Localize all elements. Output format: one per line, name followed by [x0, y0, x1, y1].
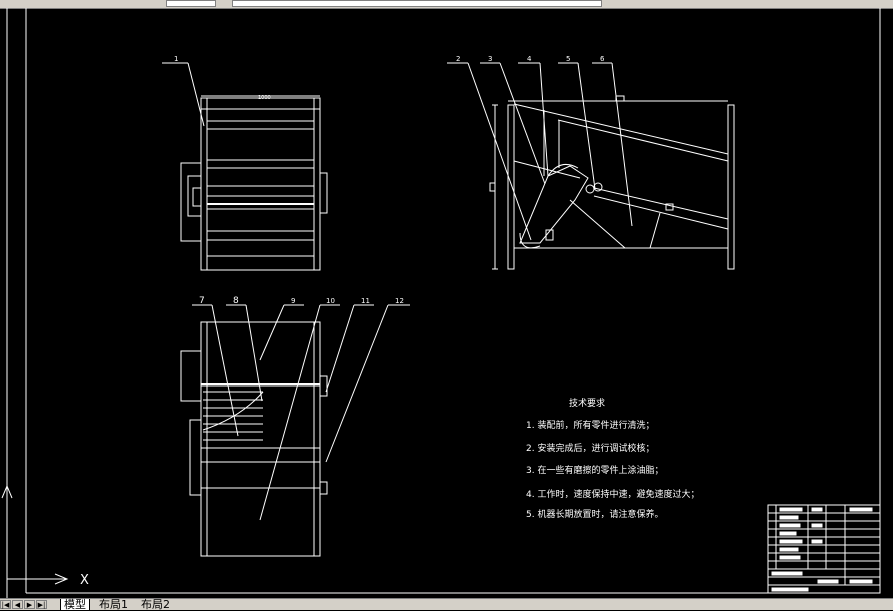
drawing-canvas[interactable]: 1000 1 2 3 4 5 6 7 8 9 10 11 12 技术要求 1. … [0, 8, 893, 598]
balloon-3: 3 [488, 55, 492, 63]
leader-lines [162, 62, 633, 521]
balloon-11: 11 [361, 297, 370, 305]
note-item: 4. 工作时，速度保持中速，避免速度过大； [526, 488, 699, 500]
balloon-4: 4 [527, 55, 532, 63]
front-view[interactable] [180, 95, 328, 271]
tab-model[interactable]: 模型 [60, 599, 90, 610]
title-block[interactable] [767, 504, 881, 594]
note-item: 1. 装配前，所有零件进行清洗； [526, 419, 654, 431]
ucs-x-label: X [80, 573, 89, 588]
note-item: 2. 安装完成后，进行调试校核； [526, 442, 654, 454]
layout-tab-bar: |◀ ◀ ▶ ▶| 模型 布局1 布局2 [0, 598, 893, 610]
balloon-6: 6 [600, 55, 605, 63]
next-tab-button[interactable]: ▶ [24, 600, 35, 609]
balloon-10: 10 [326, 297, 335, 305]
balloon-5: 5 [566, 55, 570, 63]
last-tab-button[interactable]: ▶| [36, 600, 47, 609]
top-view[interactable] [180, 321, 328, 557]
prev-tab-button[interactable]: ◀ [12, 600, 23, 609]
top-toolbar-strip [0, 0, 893, 9]
tab-layout1[interactable]: 布局1 [99, 598, 128, 611]
balloon-1: 1 [174, 55, 178, 63]
tab-layout2[interactable]: 布局2 [141, 598, 170, 611]
note-item: 3. 在一些有磨擦的零件上涂油脂； [526, 464, 663, 476]
toolbar-field[interactable] [232, 0, 602, 7]
ucs-icon [1, 484, 69, 585]
balloon-labels: 1 2 3 4 5 6 7 8 9 10 11 12 [174, 55, 605, 306]
balloon-7: 7 [199, 296, 205, 306]
technical-notes: 技术要求 1. 装配前，所有零件进行清洗； 2. 安装完成后，进行调试校核； 3… [526, 397, 699, 520]
side-view[interactable] [489, 95, 735, 270]
notes-title: 技术要求 [569, 397, 605, 409]
toolbar-field[interactable] [166, 0, 216, 7]
balloon-12: 12 [395, 297, 404, 305]
balloon-2: 2 [456, 55, 460, 63]
dimension-text: 1000 [258, 95, 271, 101]
first-tab-button[interactable]: |◀ [0, 600, 11, 609]
balloon-9: 9 [291, 297, 295, 305]
note-item: 5. 机器长期放置时，请注意保养。 [526, 508, 663, 520]
balloon-8: 8 [233, 296, 239, 306]
